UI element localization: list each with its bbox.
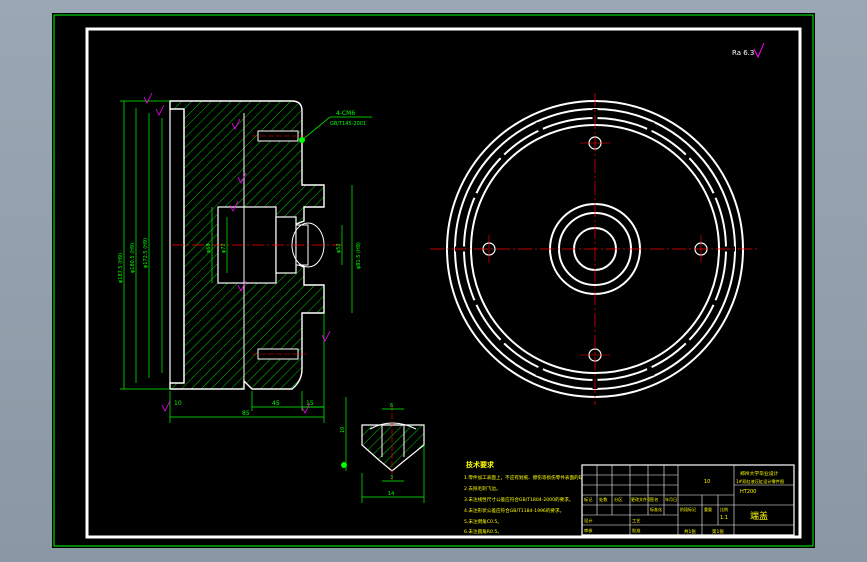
note-line-5: 5.未注倒角C0.5。 [464,518,502,525]
detail-dim-top: 6 [390,403,393,409]
label-date: 年月日 [665,496,677,502]
sheet-outer-frame [53,14,814,547]
detail-profile [361,424,425,472]
detail-view[interactable]: 6 10 14 3 [340,397,425,503]
title-block[interactable]: 郑州大学毕业设计 1#双缸液压缸设计零件图 端盖 HT200 10 1:1 共1… [581,464,795,536]
dim-diam-hub: φ72 [221,243,227,253]
dim-len-a: 45 [272,400,280,407]
title-scale: 1:1 [720,515,728,521]
sheet-inner-border [85,27,802,539]
label-weight: 重量 [704,506,712,512]
label-mark: 标记 [584,496,593,503]
dim-len-c: 10 [174,400,182,407]
title-school: 郑州大学毕业设计 [740,470,779,477]
note-line-3: 3.未注线性尺寸公差应符合GB/T1804-2000的要求。 [464,496,573,503]
note-line-6: 6.未注圆角R0.5。 [464,528,502,535]
title-project: 1#双缸液压缸设计零件图 [736,478,784,485]
note-line-2: 2.去除毛刺飞边。 [464,485,501,492]
label-standard: 标准化 [650,506,662,512]
detail-leader-dot [341,462,347,468]
roughness-symbol-icon [753,42,765,59]
label-doc-no: 更改文件号 [631,496,651,502]
label-ratio: 比例 [720,506,728,512]
title-part-name: 端盖 [750,510,768,522]
dim-diam-bore: φ68 [206,243,212,253]
dim-diam-outer-3: φ172.5 (H9) [143,238,149,268]
bolt-callout-1: 4-CM6 [336,110,355,117]
label-check: 审核 [584,527,593,534]
detail-dim-bottom: 14 [388,491,394,497]
label-approve: 批准 [632,527,640,534]
detail-dim-side: 10 [340,427,346,433]
dim-len-total: 85 [242,410,250,417]
front-view[interactable] [430,93,760,405]
cad-viewport[interactable]: Ra 6.3 4-CM6 GB/T145-2001 [52,13,815,548]
drawing-canvas[interactable]: Ra 6.3 4-CM6 GB/T145-2001 [52,13,815,548]
note-line-4: 4.未注形状公差应符合GB/T1184-1996的要求。 [464,507,564,514]
dim-diam-outer-2: φ180.5 (H9) [130,243,136,273]
technical-notes: 技术要求 1.零件加工表面上，不应有划痕、擦伤等损伤零件表面的缺陷。 2.去除毛… [464,460,592,535]
label-zone: 分区 [614,496,622,503]
detail-dim-mid: 3 [390,475,393,481]
dim-diam-outer-1: φ187.5 (H9) [118,253,124,283]
dim-diam-inner: φ81.5 (H9) [356,242,362,269]
title-sheet: 共1张 [684,528,696,535]
notes-title: 技术要求 [466,460,495,469]
label-count: 处数 [599,496,608,503]
dim-diam-shaft: φ52 [336,243,342,253]
label-design: 设计 [584,517,592,524]
label-process: 工艺 [632,518,640,523]
label-stage: 阶段标记 [680,506,696,512]
label-sign: 签名 [650,496,658,503]
roughness-mark: Ra 6.3 [732,49,754,57]
title-sheet-no: 第1张 [712,528,724,535]
note-line-1: 1.零件加工表面上，不应有划痕、擦伤等损伤零件表面的缺陷。 [464,474,592,481]
title-count: 10 [704,479,710,485]
bolt-callout-2: GB/T145-2001 [330,121,366,127]
title-material: HT200 [740,489,756,495]
section-view[interactable]: 4-CM6 GB/T145-2001 φ187.5 (H9) φ180.5 (H… [118,92,372,423]
